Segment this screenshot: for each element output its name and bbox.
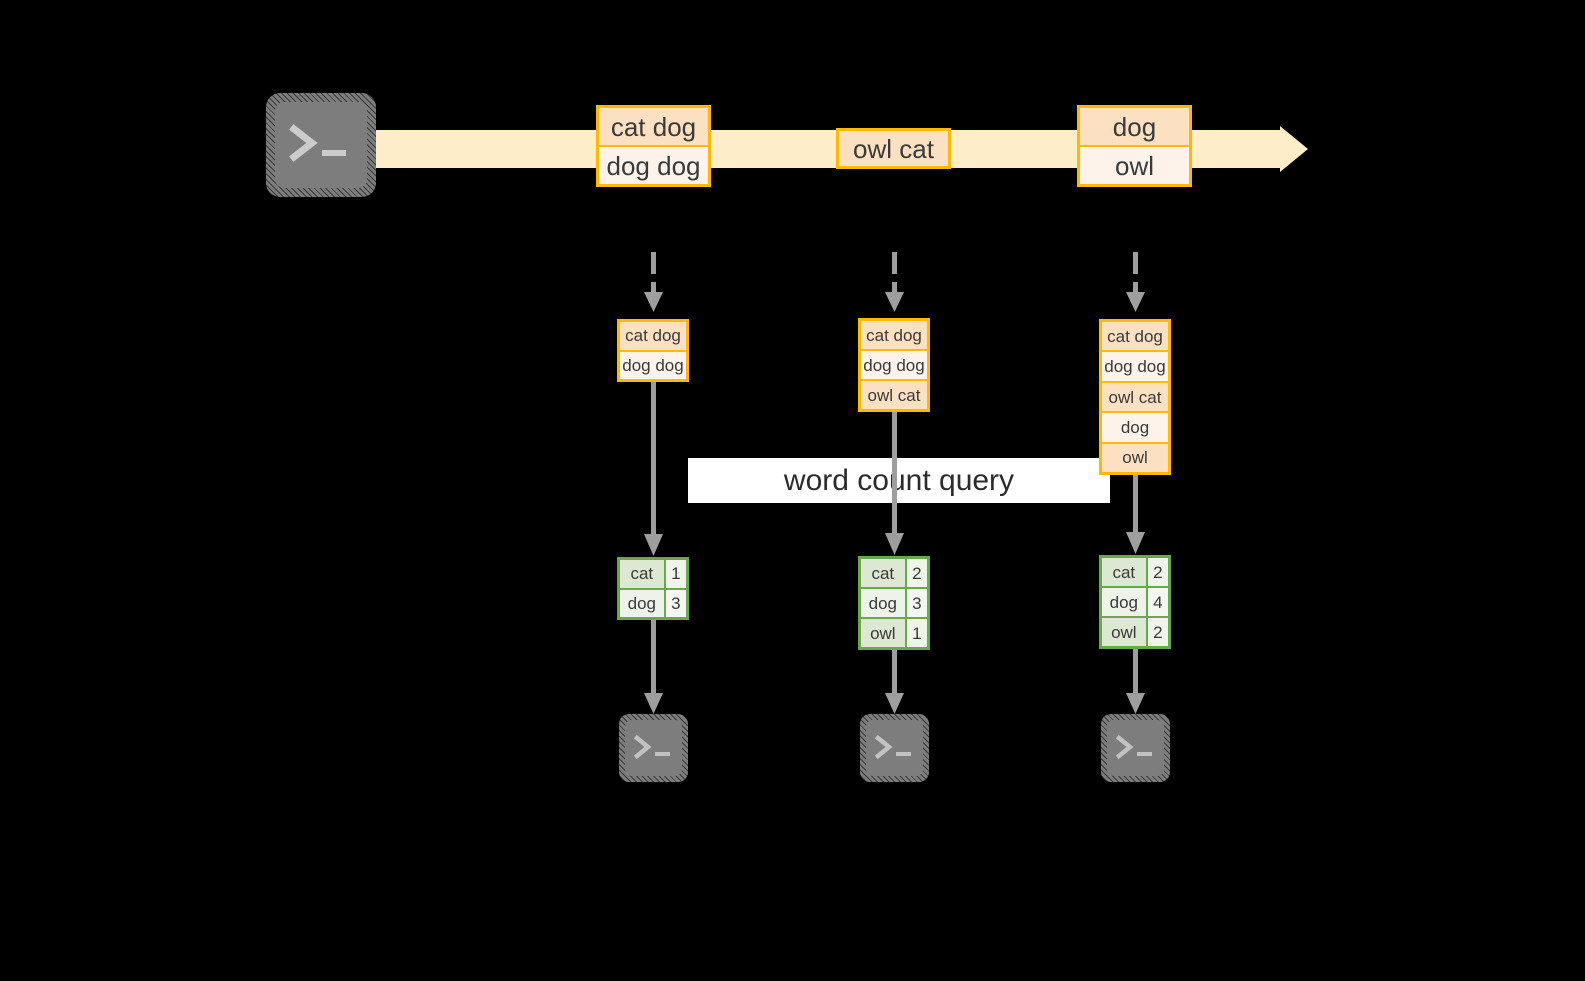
terminal-body xyxy=(275,102,367,188)
stream-record-line: dog xyxy=(1080,108,1189,145)
sink-terminal-1[interactable] xyxy=(619,714,688,782)
result-table-2: cat 2 dog 3 owl 1 xyxy=(858,556,930,650)
stream-record-3: dog owl xyxy=(1077,105,1192,187)
terminal-body xyxy=(1107,720,1164,776)
snapshot-input-2: cat dog dog dog owl cat xyxy=(858,318,930,412)
stream-record-line: owl cat xyxy=(839,131,948,166)
snapshot-input-line: cat dog xyxy=(620,322,686,350)
result-word: dog xyxy=(861,589,905,617)
table-row: owl 1 xyxy=(861,617,927,647)
query-arrow-2 xyxy=(884,412,905,556)
snapshot-tap-arrow-1 xyxy=(643,252,664,314)
snapshot-tap-arrow-2 xyxy=(884,252,905,314)
query-arrow-3 xyxy=(1125,475,1146,555)
snapshot-input-line: dog xyxy=(1102,411,1168,442)
snapshot-tap-arrow-3 xyxy=(1125,252,1146,314)
sink-arrow-2 xyxy=(884,650,905,715)
terminal-body xyxy=(866,720,923,776)
sink-arrow-1 xyxy=(643,620,664,715)
snapshot-input-line: owl cat xyxy=(861,379,927,409)
sink-terminal-3[interactable] xyxy=(1101,714,1170,782)
snapshot-input-line: dog dog xyxy=(1102,350,1168,381)
result-word: dog xyxy=(1102,588,1146,616)
table-row: cat 2 xyxy=(1102,558,1168,586)
table-row: cat 2 xyxy=(861,559,927,587)
result-count: 2 xyxy=(904,559,927,587)
query-band: word count query xyxy=(688,458,1110,503)
table-row: dog 4 xyxy=(1102,586,1168,616)
sink-arrow-3 xyxy=(1125,649,1146,715)
result-word: cat xyxy=(1102,558,1146,586)
result-count: 2 xyxy=(1145,618,1168,646)
table-row: dog 3 xyxy=(620,587,686,617)
snapshot-input-line: owl xyxy=(1102,441,1168,472)
terminal-prompt-icon xyxy=(619,714,688,782)
snapshot-input-line: cat dog xyxy=(861,321,927,349)
source-terminal[interactable] xyxy=(266,93,376,197)
result-word: dog xyxy=(620,589,664,617)
snapshot-input-3: cat dog dog dog owl cat dog owl xyxy=(1099,319,1171,475)
stream-record-2: owl cat xyxy=(836,128,951,169)
stream-record-line: cat dog xyxy=(599,108,708,145)
result-count: 3 xyxy=(663,589,686,617)
result-table-3: cat 2 dog 4 owl 2 xyxy=(1099,555,1171,649)
stream-record-line: owl xyxy=(1080,145,1189,184)
result-word: owl xyxy=(861,619,905,647)
terminal-prompt-icon xyxy=(860,714,929,782)
result-count: 1 xyxy=(904,619,927,647)
result-word: owl xyxy=(1102,618,1146,646)
table-row: owl 2 xyxy=(1102,616,1168,646)
result-count: 3 xyxy=(904,589,927,617)
result-table-1: cat 1 dog 3 xyxy=(617,557,689,620)
result-count: 1 xyxy=(663,560,686,588)
terminal-prompt-icon xyxy=(266,93,376,197)
snapshot-input-line: cat dog xyxy=(1102,322,1168,351)
query-label: word count query xyxy=(783,463,1015,497)
sink-terminal-2[interactable] xyxy=(860,714,929,782)
snapshot-input-line: dog dog xyxy=(861,349,927,379)
stream-record-line: dog dog xyxy=(599,145,708,184)
terminal-body xyxy=(625,720,682,776)
terminal-prompt-icon xyxy=(1101,714,1170,782)
result-count: 4 xyxy=(1145,588,1168,616)
result-count: 2 xyxy=(1145,558,1168,586)
table-row: dog 3 xyxy=(861,587,927,617)
query-arrow-1 xyxy=(643,382,664,557)
snapshot-input-1: cat dog dog dog xyxy=(617,319,689,382)
stream-record-1: cat dog dog dog xyxy=(596,105,711,187)
snapshot-input-line: owl cat xyxy=(1102,380,1168,412)
snapshot-input-line: dog dog xyxy=(620,349,686,379)
result-word: cat xyxy=(620,560,664,588)
table-row: cat 1 xyxy=(620,560,686,588)
result-word: cat xyxy=(861,559,905,587)
